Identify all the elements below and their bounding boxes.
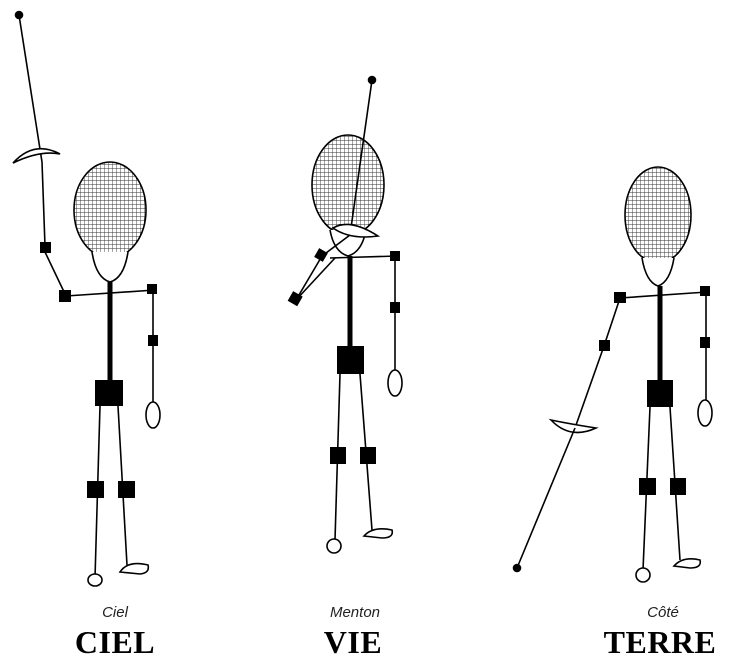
mask (311, 134, 385, 236)
back-hand (145, 401, 161, 429)
back-hand (697, 399, 713, 427)
fencer-figure-cote (512, 166, 713, 583)
bib (91, 251, 129, 283)
caption-big-vie: VIE (323, 624, 383, 660)
shoulder-joint (614, 292, 626, 303)
foot (635, 567, 651, 583)
elbow-joint (599, 340, 610, 351)
back-hand (387, 369, 403, 397)
fencer-figure-menton (287, 75, 403, 554)
shoulder-joint (59, 290, 71, 302)
sword-tip (512, 563, 522, 573)
foot (118, 562, 150, 575)
sword-blade (516, 427, 576, 569)
sword-blade (349, 79, 373, 236)
hip-block (647, 380, 673, 407)
bib (641, 257, 675, 287)
sword-tip (367, 75, 377, 85)
foot (672, 558, 702, 569)
fencer-figure-ciel (12, 10, 161, 587)
wrist-joint (314, 248, 328, 262)
caption-big-ciel: CIEL (74, 624, 156, 660)
caption-small-menton: Menton (329, 604, 381, 621)
foot (87, 573, 103, 587)
sword-blade (18, 14, 43, 163)
sword-guard (548, 418, 599, 434)
elbow-joint (287, 291, 303, 307)
mask (624, 166, 692, 264)
sword-guard (12, 147, 61, 164)
caption-small-ciel: Ciel (102, 604, 128, 621)
wrist-joint (40, 242, 51, 253)
mask (73, 161, 147, 259)
foot (362, 528, 394, 539)
caption-small-cote: Côté (647, 604, 679, 621)
sword-tip (14, 10, 24, 20)
foot (326, 538, 342, 554)
hip-block (95, 380, 123, 406)
caption-big-terre: TERRE (603, 624, 717, 660)
hip-block (337, 346, 364, 374)
sword-guard (331, 223, 381, 238)
